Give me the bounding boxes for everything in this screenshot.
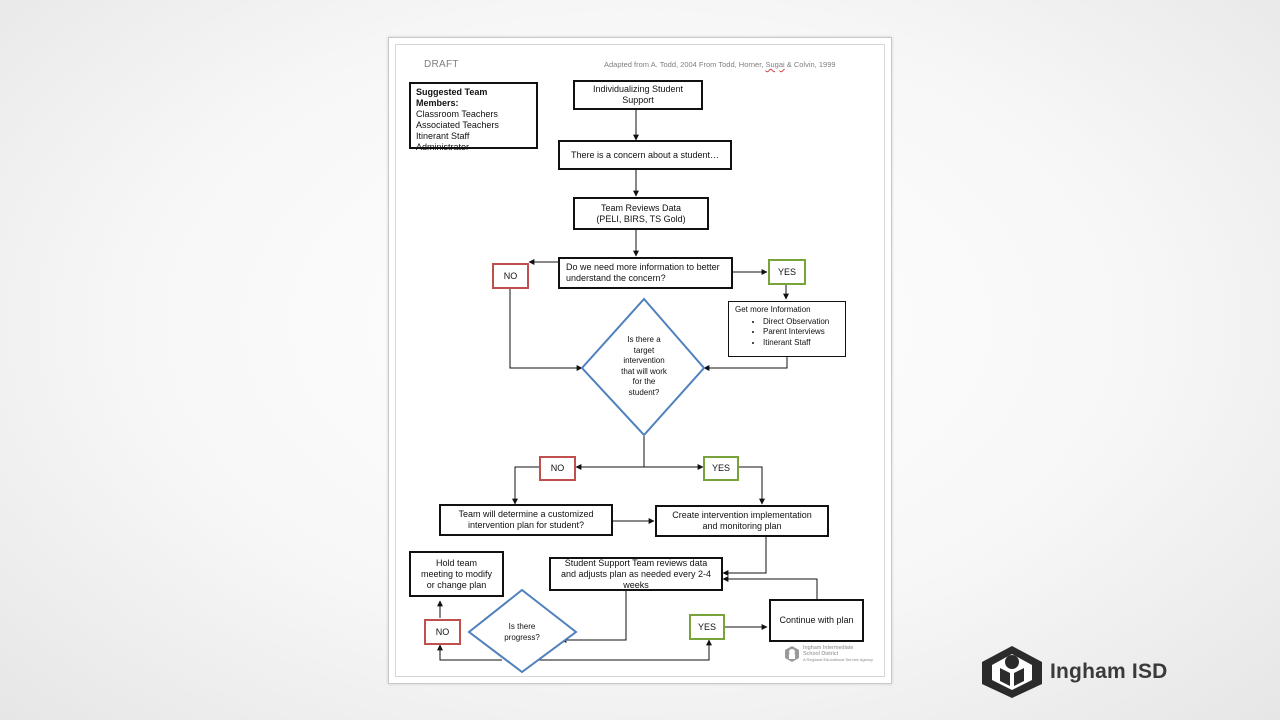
footer-logo-line1: Ingham Intermediate (803, 645, 854, 651)
flowchart-document-page: DRAFT Adapted from A. Todd, 2004 From To… (388, 37, 892, 684)
footer-logo-line2: School District (803, 651, 839, 657)
attribution-part-2: & Colvin, 1999 (784, 60, 836, 69)
progress-question: Is there progress? (504, 622, 540, 642)
arrow-no-to-diamond (509, 289, 583, 371)
individualizing-student-support-box: Individualizing Student Support (573, 80, 703, 110)
no-box-target: NO (539, 456, 576, 481)
arrow-create-to-sst (722, 537, 767, 576)
get-more-list: Direct Observation Parent Interviews Iti… (735, 317, 829, 349)
concern-box: There is a concern about a student… (558, 140, 732, 170)
draft-label: DRAFT (424, 59, 459, 70)
team-reviews-data-box: Team Reviews Data (PELI, BIRS, TS Gold) (573, 197, 709, 230)
brand-name: Ingham ISD (1050, 660, 1168, 683)
yes-box-need-info: YES (768, 259, 806, 285)
team-member-item: Administrator (416, 142, 470, 152)
get-more-item: Parent Interviews (763, 327, 829, 338)
sst-reviews-box: Student Support Team reviews data and ad… (549, 557, 723, 591)
team-member-item: Classroom Teachers (416, 109, 498, 119)
hold-team-meeting-box: Hold team meeting to modify or change pl… (409, 551, 504, 597)
ingham-isd-logo-icon (982, 646, 1042, 698)
arrow-progress-to-no (437, 644, 502, 661)
yes-box-target: YES (703, 456, 739, 481)
target-intervention-question: Is there a target intervention that will… (621, 335, 667, 397)
arrow-sst-to-progress (560, 590, 627, 643)
ingham-small-logo-icon (785, 646, 799, 662)
arrow-continue-to-sst (722, 576, 818, 599)
customized-plan-box: Team will determine a customized interve… (439, 504, 613, 536)
arrow-progress-to-yes (539, 639, 712, 661)
attribution-part-1: Adapted from A. Todd, 2004 From Todd, Ho… (604, 60, 766, 69)
continue-with-plan-box: Continue with plan (769, 599, 864, 642)
attribution-text: Adapted from A. Todd, 2004 From Todd, Ho… (604, 60, 836, 69)
get-more-item: Direct Observation (763, 317, 829, 328)
team-members-heading: Suggested Team Members: (416, 87, 488, 108)
footer-logo-line3: A Regional Educational Service Agency (803, 657, 874, 662)
need-more-info-box: Do we need more information to better un… (558, 257, 733, 289)
progress-diamond (467, 588, 578, 674)
no-box-progress: NO (424, 619, 461, 645)
create-intervention-plan-box: Create intervention implementation and m… (655, 505, 829, 537)
arrow-getmore-to-diamond (703, 357, 788, 371)
get-more-heading: Get more Information (735, 305, 811, 314)
target-intervention-diamond (580, 297, 706, 437)
flowchart-connectors (437, 109, 818, 674)
get-more-information-box: Get more Information Direct Observation … (728, 301, 846, 357)
attribution-sugai: Sugai (765, 60, 785, 69)
arrow-yes-to-create (738, 466, 765, 505)
no-box-need-info: NO (492, 263, 529, 289)
yes-box-progress: YES (689, 614, 725, 640)
team-member-item: Itinerant Staff (416, 131, 470, 141)
arrow-no-to-customized (512, 466, 540, 505)
ingham-intermediate-logo: Ingham Intermediate School District A Re… (784, 645, 873, 663)
page-border (395, 44, 885, 677)
suggested-team-members-box: Suggested Team Members: Classroom Teache… (409, 82, 538, 152)
team-member-item: Associated Teachers (416, 120, 499, 130)
ingham-isd-brand: Ingham ISD (980, 644, 1168, 700)
get-more-item: Itinerant Staff (763, 338, 829, 349)
